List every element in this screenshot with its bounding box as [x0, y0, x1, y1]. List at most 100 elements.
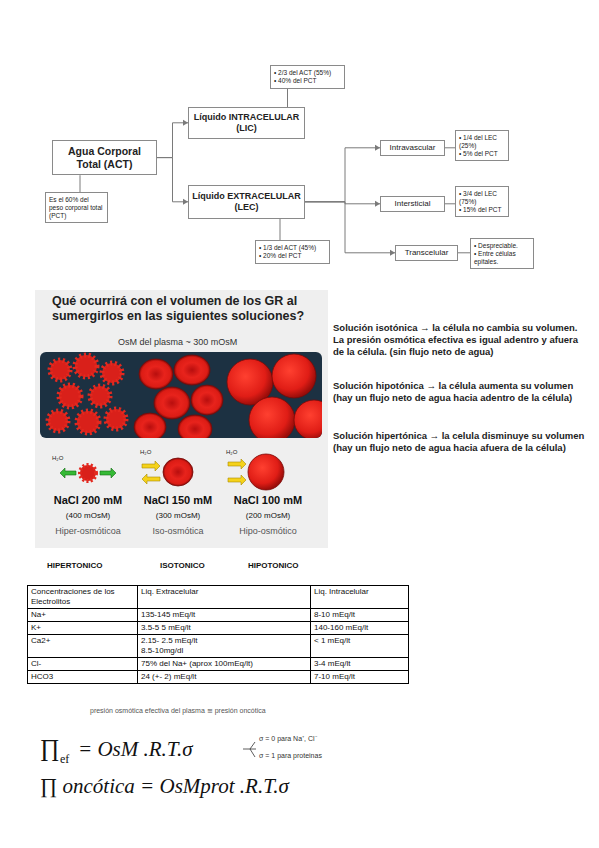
normal-cell — [163, 458, 193, 486]
formula-note: presión osmótica efectiva del plasma ≅ p… — [90, 707, 330, 715]
formula-note: σ = 1 para proteinas — [259, 752, 369, 760]
root-box: Agua Corporal Total (ACT) — [52, 140, 157, 175]
table-cell: Cl- — [28, 658, 138, 671]
connector-line — [445, 203, 455, 204]
cells — [48, 354, 322, 438]
table-cell: HCO3 — [28, 671, 138, 684]
note-box: • 3/4 del LEC (75%)• 15% del PCT — [455, 186, 509, 217]
table-row: Ca2+ 2.15- 2.5 mEq/lt8.5-10mg/dl < 1 mEq/l… — [28, 635, 409, 658]
node-text: • 5% del PCT — [459, 150, 505, 158]
compartment-box: Líquido EXTRACELULAR (LEC) — [188, 185, 305, 219]
cell-text: 24 (+- 2) mEq/lt — [141, 672, 307, 682]
node-text: Intravascular — [383, 143, 442, 153]
formula-note: σ = 0 para Na⁺, Cl⁻ — [259, 735, 369, 743]
red-cell — [154, 387, 190, 419]
tonicity-caption: HIPOTONICO — [248, 561, 318, 571]
cell-text: Liq. Extracelular — [141, 587, 307, 597]
water-label: H₂O — [140, 449, 170, 456]
red-cell — [174, 355, 210, 385]
swollen-cell — [249, 397, 295, 438]
tonicity-label: Iso-osmótica — [128, 526, 228, 537]
node-text: • 20% del PCT — [259, 252, 326, 260]
water-label: H₂O — [52, 455, 82, 462]
node-text: • Despreciable. — [474, 242, 530, 250]
connector — [445, 203, 455, 204]
formula-bracket — [250, 742, 256, 757]
table-cell: < 1 mEq/lt — [311, 635, 409, 658]
water-arrow — [142, 474, 160, 484]
cell-text: 135-145 mEq/lt — [141, 610, 307, 620]
red-cell — [139, 359, 173, 389]
cell-text: Ca2+ — [31, 636, 134, 646]
connector — [80, 175, 81, 192]
cell-text: 140-160 mEq/lt — [314, 623, 405, 633]
table-cell: 7-10 mEq/lt — [311, 671, 409, 684]
cell-text: 8.5-10mg/dl — [141, 646, 307, 656]
node-text: • 40% del PCT — [274, 77, 341, 85]
table-row: HCO3 24 (+- 2) mEq/lt 7-10 mEq/lt — [28, 671, 409, 684]
connector-line — [287, 89, 288, 107]
table-cell: 140-160 mEq/lt — [311, 622, 409, 635]
connector — [157, 120, 188, 158]
table-row: Na+135-145 mEq/lt8-10 mEq/lt — [28, 609, 409, 622]
osmolarity-label: (200 mOsM) — [218, 511, 318, 521]
note-box: Es el 60% del peso corporal total (PCT) — [45, 192, 108, 223]
normal-cells — [134, 355, 223, 438]
swollen-cell — [248, 454, 284, 490]
water-arrow — [60, 468, 76, 478]
note-box: • 1/4 del LEC (25%)• 5% del PCT — [455, 130, 509, 161]
solution-label: NaCl 100 mM — [218, 494, 318, 507]
swollen-cell — [294, 400, 322, 438]
table-cell: 3-4 mEq/lt — [311, 658, 409, 671]
swollen-cells — [227, 354, 322, 438]
osmolarity-label: (300 mOsM) — [128, 511, 228, 521]
cell-text: 75% del Na+ (aprox 100mEq/lt) — [141, 659, 307, 669]
table-cell: 8-10 mEq/lt — [311, 609, 409, 622]
node-text: • 1/4 del LEC (25%) — [459, 134, 505, 150]
shrunken-cell — [80, 465, 96, 481]
node-text: Líquido INTRACELULAR (LIC) — [192, 112, 301, 134]
node-text: Agua Corporal Total (ACT) — [57, 145, 152, 170]
note-box: • Despreciable.• Entre células epitales. — [470, 238, 534, 269]
connector-line — [305, 148, 380, 202]
cell-text: 2.15- 2.5 mEq/lt — [141, 636, 307, 646]
solution-label: NaCl 150 mM — [128, 494, 228, 507]
table-cell: Ca2+ — [28, 635, 138, 658]
formula: ∏ oncótica = OsMprot .R.T.σ — [40, 774, 340, 799]
cell-text: 3.5-5 5 mEq/lt — [141, 623, 307, 633]
solution-label: NaCl 200 mM — [38, 494, 138, 507]
formula-bracket — [243, 749, 250, 750]
node-text: Transcelular — [398, 248, 455, 258]
table-cell: Liq. Extracelular — [138, 586, 311, 609]
cell-text: 8-10 mEq/lt — [314, 610, 405, 620]
water-arrow — [228, 459, 246, 469]
crenated-cells — [48, 355, 126, 433]
subcompartment-box: Intersticial — [380, 196, 445, 212]
node-text: • 15% del PCT — [459, 206, 505, 214]
table-row: Concentraciones de los ElectrolitosLiq. … — [28, 586, 409, 609]
crenated-cell — [102, 363, 122, 383]
connector — [280, 219, 281, 240]
swollen-cell — [272, 354, 316, 398]
subcompartment-box: Intravascular — [380, 140, 445, 156]
osmolarity-label: (400 mOsM) — [38, 511, 138, 521]
red-cell — [178, 415, 212, 438]
connector-line — [80, 175, 81, 192]
node-text: • 3/4 del LEC (75%) — [459, 190, 505, 206]
note-paragraph: Solución hipertónica → la celula disminu… — [333, 430, 591, 454]
table-cell: 135-145 mEq/lt — [138, 609, 311, 622]
water-label: H₂O — [226, 449, 256, 456]
connector — [445, 147, 455, 148]
node-text: Es el 60% del peso corporal total (PCT) — [49, 196, 104, 219]
cell-text: HCO3 — [31, 672, 134, 682]
crenated-cell — [75, 355, 97, 377]
formula: = OsM .R.T.σ — [78, 737, 238, 762]
formula-symbol: ∏ — [40, 734, 60, 763]
red-cell — [134, 413, 166, 438]
crenated-cell — [77, 411, 99, 433]
formula-subscript: ef — [60, 752, 76, 766]
electrolyte-table: Concentraciones de los ElectrolitosLiq. … — [27, 585, 409, 684]
crenated-cell — [106, 409, 126, 429]
connector-line — [458, 252, 470, 253]
connector — [157, 158, 188, 205]
